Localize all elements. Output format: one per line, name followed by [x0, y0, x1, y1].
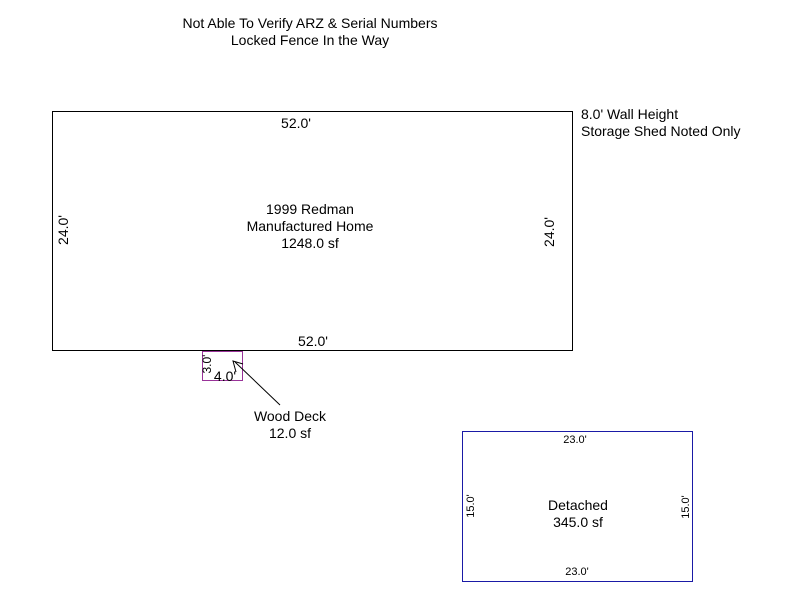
- side-note: 8.0' Wall Height Storage Shed Noted Only: [581, 106, 781, 140]
- deck-width-dimension: 4.0': [213, 368, 237, 384]
- detached-right-dimension: 15.0': [680, 495, 692, 519]
- home-label-line2: Manufactured Home: [246, 218, 374, 234]
- home-bottom-dimension: 52.0': [298, 333, 328, 349]
- side-note-line1: 8.0' Wall Height: [581, 106, 679, 122]
- header-note-line1: Not Able To Verify ARZ & Serial Numbers: [182, 15, 438, 31]
- home-outline: [52, 111, 573, 351]
- home-label: 1999 Redman Manufactured Home 1248.0 sf: [230, 201, 390, 252]
- header-note: Not Able To Verify ARZ & Serial Numbers …: [160, 15, 460, 49]
- home-label-line1: 1999 Redman: [266, 201, 354, 217]
- detached-label-line1: Detached: [548, 497, 608, 513]
- detached-left-dimension: 15.0': [465, 494, 477, 518]
- side-note-line2: Storage Shed Noted Only: [581, 123, 741, 139]
- detached-label-line2: 345.0 sf: [553, 514, 603, 530]
- detached-label: Detached 345.0 sf: [528, 497, 628, 531]
- deck-label-line1: Wood Deck: [253, 408, 327, 424]
- deck-outline: [202, 351, 243, 381]
- deck-label-line2: 12.0 sf: [268, 425, 312, 441]
- detached-outline: [462, 431, 693, 582]
- detached-top-dimension: 23.0': [563, 434, 587, 446]
- home-top-dimension: 52.0': [281, 115, 311, 131]
- detached-bottom-dimension: 23.0': [565, 566, 589, 578]
- header-note-line2: Locked Fence In the Way: [230, 32, 390, 48]
- home-label-line3: 1248.0 sf: [281, 235, 339, 251]
- deck-label: Wood Deck 12.0 sf: [240, 408, 340, 442]
